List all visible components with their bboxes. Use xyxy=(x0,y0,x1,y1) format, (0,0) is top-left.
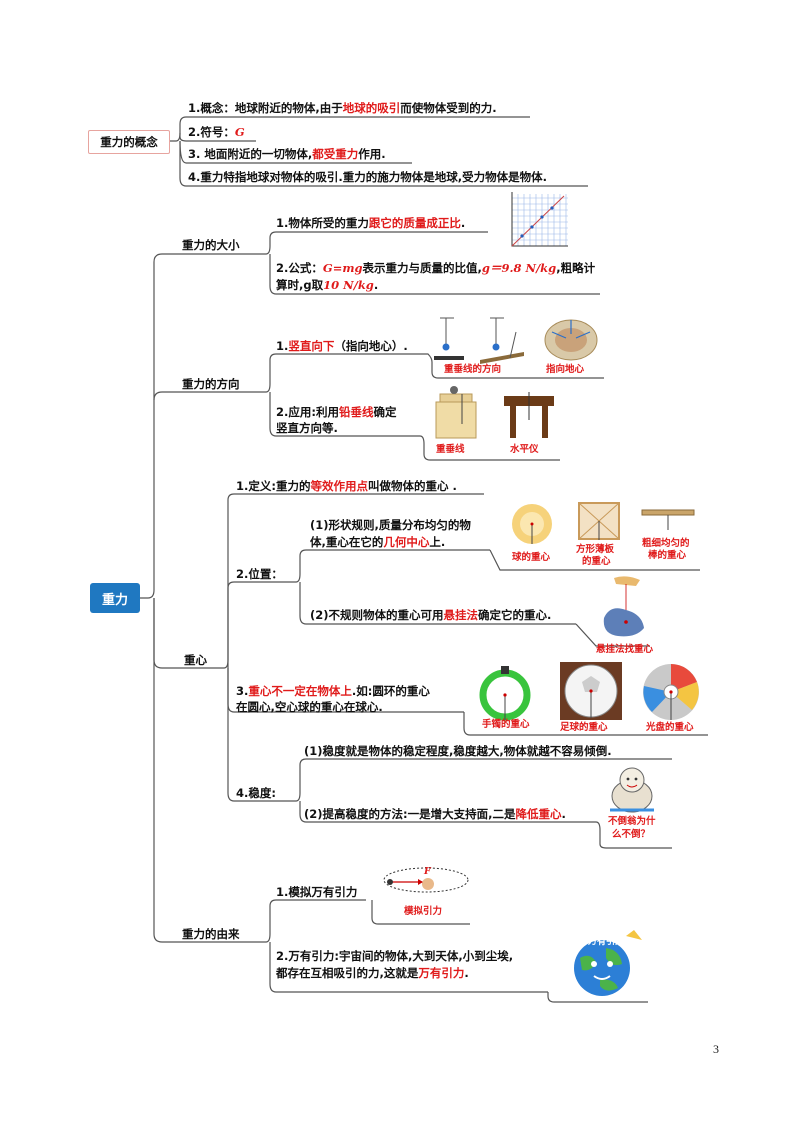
concept-item-3: 3. 地面附近的一切物体,都受重力作用. xyxy=(188,147,386,161)
football-label: 足球的重心 xyxy=(560,722,608,733)
plumb-bob-label: 重垂线 xyxy=(436,444,465,455)
position-regular-line-2: 体,重心在它的几何中心上. xyxy=(310,535,446,549)
spirit-level-image xyxy=(504,392,554,438)
tumbler-image xyxy=(610,767,654,813)
root-node: 重力 xyxy=(90,583,140,613)
simulated-gravity-image xyxy=(383,867,469,893)
universal-gravitation-label: 万有引力 xyxy=(588,937,625,947)
size-item-2-line-2: 算时,g取10 N/kg. xyxy=(276,278,379,292)
simulated-gravity-label: 模拟引力 xyxy=(404,906,443,917)
disc-label: 光盘的重心 xyxy=(646,722,694,733)
gravity-mass-graph-image xyxy=(511,192,568,247)
not-on-object-line-1: 3.重心不一定在物体上.如:圆环的重心 xyxy=(236,684,430,698)
stability-title: 4.稳度: xyxy=(236,786,276,800)
square-board-image xyxy=(578,502,620,540)
square-board-label-1: 方形薄板 xyxy=(576,544,615,555)
stability-item-1: (1)稳度就是物体的稳定程度,稳度越大,物体就越不容易倾倒. xyxy=(304,744,612,758)
stability-item-2: (2)提高稳度的方法:一是增大支持面,二是降低重心. xyxy=(304,807,566,821)
direction-item-2-line-1: 2.应用:利用铅垂线确定 xyxy=(276,405,397,419)
not-on-object-line-2: 在圆心,空心球的重心在球心. xyxy=(236,700,383,714)
rod-label-2: 棒的重心 xyxy=(648,550,687,561)
size-item-2-line-1: 2.公式：G=mg表示重力与质量的比值,g＝9.8 N/kg,粗略计 xyxy=(276,261,596,275)
disc-image xyxy=(643,664,699,720)
origin-item-2-line-2: 都存在互相吸引的力,这就是万有引力. xyxy=(276,966,469,980)
ball-center-image xyxy=(512,504,552,544)
hanging-method-label: 悬挂法找重心 xyxy=(596,644,654,655)
bracelet-image xyxy=(479,666,531,721)
square-board-label-2: 的重心 xyxy=(582,556,611,567)
origin-item-1: 1.模拟万有引力 xyxy=(276,885,358,899)
concept-item-2: 2.符号：G xyxy=(188,125,245,139)
earth-center-label: 指向地心 xyxy=(546,364,585,375)
position-regular-line-1: (1)形状规则,质量分布均匀的物 xyxy=(310,518,471,532)
bracelet-label: 手镯的重心 xyxy=(482,719,530,730)
page-number: 3 xyxy=(713,1042,719,1056)
direction-item-2-line-2: 竖直方向等. xyxy=(276,421,338,435)
size-item-1: 1.物体所受的重力跟它的质量成正比. xyxy=(276,216,466,230)
origin-item-2-line-1: 2.万有引力:宇宙间的物体,大到天体,小到尘埃, xyxy=(276,949,514,963)
position-irregular: (2)不规则物体的重心可用悬挂法确定它的重心. xyxy=(310,608,552,622)
rod-image xyxy=(641,509,695,530)
tumbler-label-1: 不倒翁为什 xyxy=(608,816,656,827)
plumb-bob-image xyxy=(435,386,477,439)
tumbler-label-2: 么不倒？ xyxy=(612,829,651,840)
size-title: 重力的大小 xyxy=(182,238,240,252)
football-image xyxy=(560,662,622,720)
center-definition: 1.定义:重力的等效作用点叫做物体的重心 . xyxy=(236,479,457,493)
concept-item-1: 1.概念：地球附近的物体,由于地球的吸引而使物体受到的力. xyxy=(188,101,497,115)
universal-gravitation-image xyxy=(574,930,642,996)
origin-title: 重力的由来 xyxy=(182,927,240,941)
earth-center-image xyxy=(544,319,598,361)
concept-box: 重力的概念 xyxy=(88,130,170,154)
rod-label-1: 粗细均匀的 xyxy=(642,538,690,549)
plumb-direction-label: 重垂线的方向 xyxy=(444,364,502,375)
ball-center-label: 球的重心 xyxy=(512,552,551,563)
direction-title: 重力的方向 xyxy=(182,377,240,391)
hanging-method-image xyxy=(603,576,644,637)
direction-item-1: 1.竖直向下（指向地心）. xyxy=(276,339,408,353)
force-F-label: F xyxy=(424,866,431,877)
center-title: 重心 xyxy=(184,653,207,667)
spirit-level-label: 水平仪 xyxy=(510,444,539,455)
concept-item-4: 4.重力特指地球对物体的吸引.重力的施力物体是地球,受力物体是物体. xyxy=(188,170,547,184)
position-title: 2.位置： xyxy=(236,567,283,581)
plumb-line-image xyxy=(434,317,524,364)
